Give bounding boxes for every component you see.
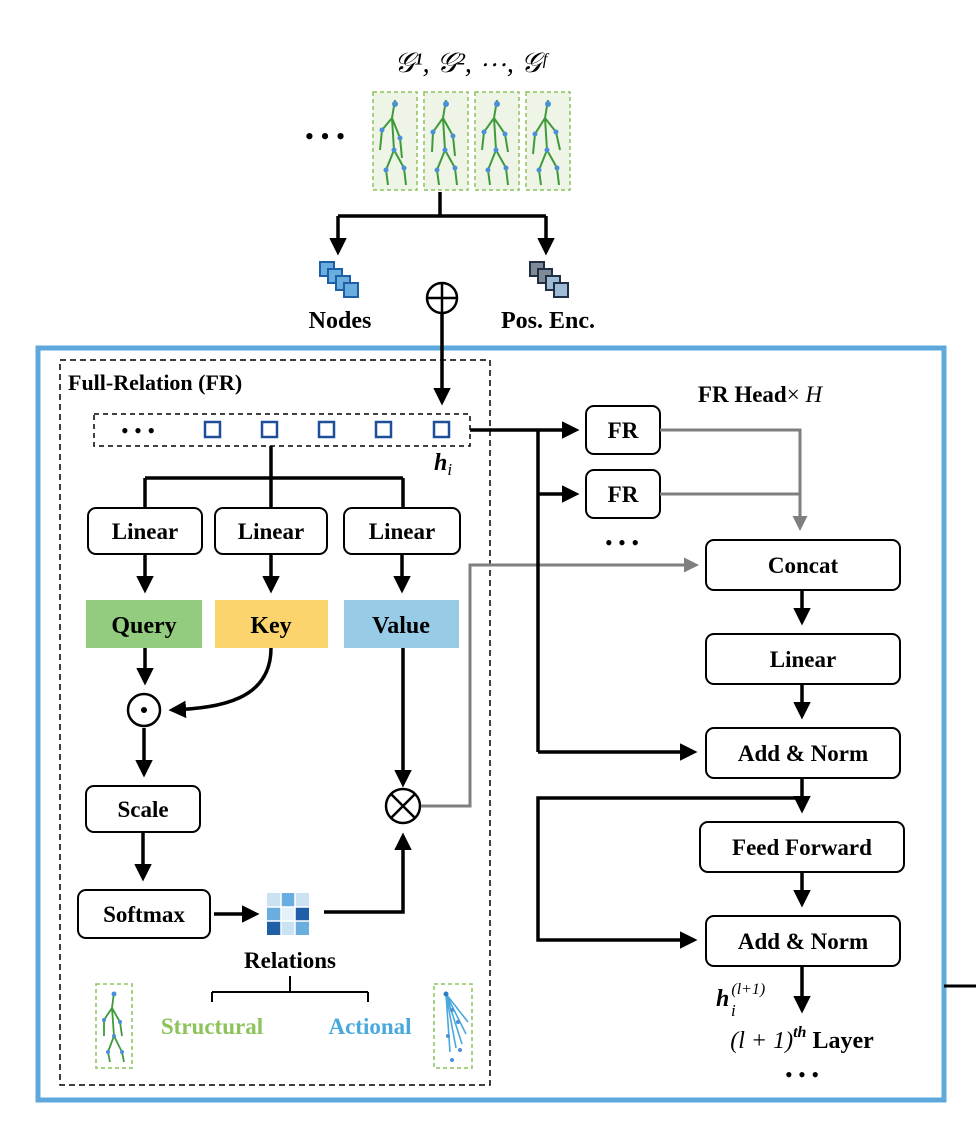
arrow-fr1-concat — [660, 428, 808, 531]
token-square — [260, 420, 279, 439]
feed-forward-label: Feed Forward — [732, 835, 872, 860]
relations-label: Relations — [244, 948, 336, 973]
linear-out-label: Linear — [770, 647, 836, 672]
odot-icon — [126, 692, 162, 728]
token-square — [317, 420, 336, 439]
nodes-label: Nodes — [309, 308, 372, 334]
h-out-label: h(l+1) — [716, 981, 765, 1012]
key-label: Key — [250, 613, 291, 639]
pos-enc-icon — [529, 261, 569, 298]
softmax-box — [77, 889, 211, 939]
fr-head-1-label: FR — [608, 418, 639, 443]
pos-enc-label: Pos. Enc. — [501, 308, 595, 334]
bottom-ellipsis: • • • — [785, 1062, 819, 1087]
linear-query-label: Linear — [112, 519, 178, 544]
structural-label: Structural — [161, 1014, 263, 1039]
concat-label: Concat — [768, 553, 839, 578]
skeleton-frame — [372, 91, 418, 191]
fr-head-2-label: FR — [608, 482, 639, 507]
arrow-key-odot — [168, 647, 273, 719]
token-square — [203, 420, 222, 439]
query-label: Query — [111, 613, 176, 639]
otimes-icon — [384, 787, 422, 825]
skeleton-frame — [474, 91, 520, 191]
arrow-relations-otimes — [324, 832, 412, 914]
skeleton-frame — [423, 91, 469, 191]
value-box — [344, 600, 459, 648]
full-relation-block — [59, 359, 491, 1086]
relation-matrix-icon — [267, 893, 309, 935]
query-box — [86, 600, 202, 648]
next-layer-label: (l + 1)th Layer — [730, 1024, 874, 1054]
linear-value-label: Linear — [369, 519, 435, 544]
oplus-icon — [425, 281, 459, 315]
skeleton-frame — [525, 91, 571, 191]
scale-label: Scale — [117, 797, 168, 822]
add-norm-2-label: Add & Norm — [738, 929, 868, 954]
add-norm-1-label: Add & Norm — [738, 741, 868, 766]
skeleton-frames — [372, 91, 571, 191]
linear-key-label: Linear — [238, 519, 304, 544]
token-square — [374, 420, 393, 439]
actional-skeleton-icon — [433, 983, 473, 1069]
token-ellipsis: • • • — [121, 418, 155, 443]
fr-head-ellipsis: • • • — [605, 530, 639, 555]
encoder-layer-frame — [35, 345, 947, 1103]
actional-label: Actional — [328, 1014, 411, 1039]
residual-2 — [536, 796, 802, 949]
h-out-sub: i — [731, 1001, 736, 1020]
structural-skeleton-icon — [95, 983, 133, 1069]
nodes-icon — [319, 261, 359, 298]
h-i-label: hi — [434, 450, 452, 479]
softmax-label: Softmax — [103, 902, 185, 927]
fr-head-label: FR Head× H — [698, 382, 824, 407]
token-square — [432, 420, 451, 439]
arrow-otimes-concat — [421, 557, 699, 808]
graph-sequence-label: 𝒢¹, 𝒢², ⋯, 𝒢ᶠ — [394, 48, 550, 79]
value-label: Value — [372, 613, 430, 639]
full-relation-title: Full-Relation (FR) — [68, 370, 242, 395]
key-box — [215, 600, 328, 648]
top-ellipsis: • • • — [305, 122, 345, 151]
relations-bracket — [211, 976, 369, 1002]
